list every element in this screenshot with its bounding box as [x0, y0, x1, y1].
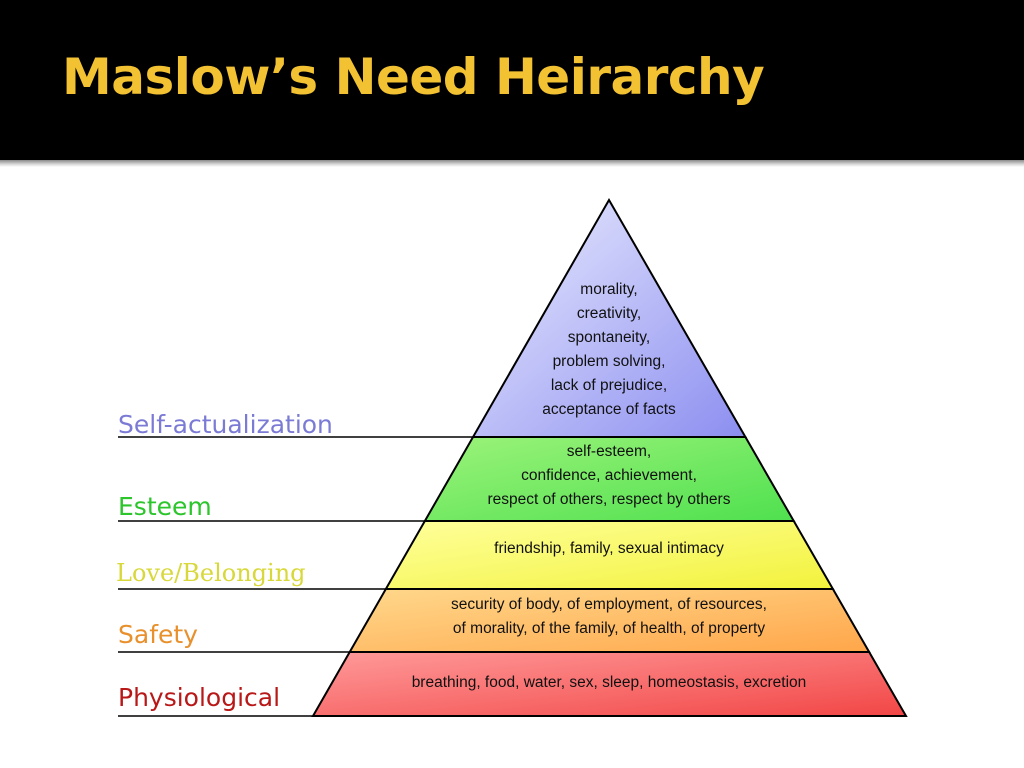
level-label-esteem: Esteem	[118, 492, 212, 521]
level-label-self-actualization: Self-actualization	[118, 410, 333, 439]
description-safety-line: of morality, of the family, of health, o…	[453, 620, 765, 637]
level-labels: Self-actualizationEsteemLove/BelongingSa…	[116, 410, 334, 713]
slide-title: Maslow’s Need Heirarchy	[62, 48, 765, 106]
description-self-actualization-line: creativity,	[577, 305, 641, 322]
leader-lines	[118, 436, 474, 717]
level-label-safety: Safety	[118, 620, 198, 649]
level-label-love-belonging: Love/Belonging	[116, 559, 306, 587]
description-self-actualization-line: morality,	[580, 281, 637, 298]
description-esteem-line: confidence, achievement,	[521, 467, 697, 484]
description-self-actualization-line: acceptance of facts	[542, 401, 676, 418]
description-self-actualization-line: lack of prejudice,	[551, 377, 667, 394]
description-esteem-line: respect of others, respect by others	[488, 491, 731, 508]
description-esteem-line: self-esteem,	[567, 443, 651, 460]
layer-physiological	[311, 651, 908, 717]
title-divider	[0, 160, 1024, 167]
description-safety-line: security of body, of employment, of reso…	[451, 596, 767, 613]
description-self-actualization-line: spontaneity,	[568, 329, 650, 346]
description-self-actualization-line: problem solving,	[553, 353, 666, 370]
title-bar	[0, 0, 1024, 160]
description-physiological-line: breathing, food, water, sex, sleep, home…	[412, 674, 807, 691]
description-love-belonging-line: friendship, family, sexual intimacy	[494, 540, 724, 557]
pyramid-layers	[311, 197, 908, 717]
level-label-physiological: Physiological	[118, 683, 280, 712]
pyramid-descriptions: morality, creativity, spontaneity, problem …	[412, 281, 807, 691]
